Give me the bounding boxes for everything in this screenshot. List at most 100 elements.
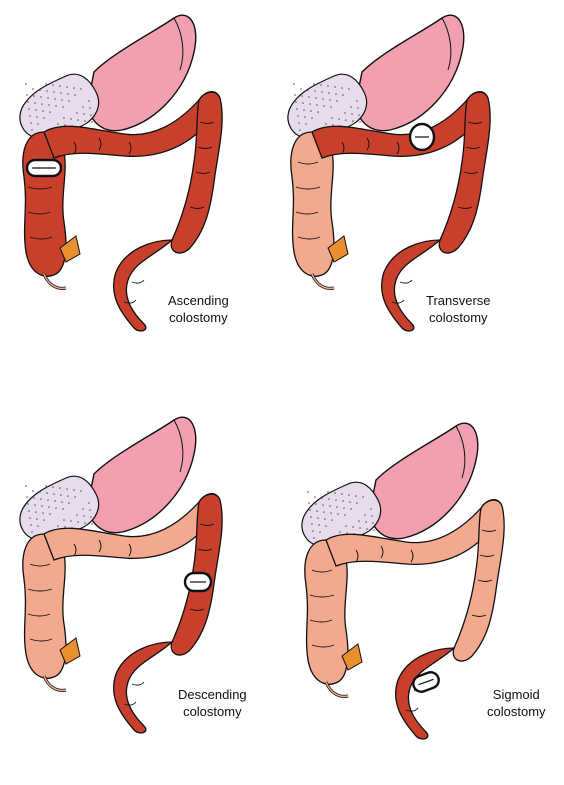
liver-dot: [352, 120, 354, 122]
stomach: [88, 15, 196, 130]
liver-dot: [76, 112, 78, 114]
liver-dot: [294, 94, 296, 96]
descending-colostomy-illustration: [0, 408, 282, 731]
liver-dot: [32, 88, 34, 90]
liver-dot: [29, 517, 31, 519]
liver-dot: [311, 117, 313, 119]
liver-dot: [46, 90, 48, 92]
liver-dot: [350, 106, 352, 108]
liver-dot: [316, 104, 318, 106]
liver-dot: [29, 115, 31, 117]
liver-dot: [30, 524, 32, 526]
liver-dot: [322, 504, 324, 506]
liver-dot: [34, 102, 36, 104]
liver-dot: [343, 507, 345, 509]
liver-dot: [43, 519, 45, 521]
liver-dot: [57, 123, 59, 125]
liver-dot: [52, 84, 54, 86]
liver-dot: [25, 83, 27, 85]
liver-dot: [31, 531, 33, 533]
liver-dot: [321, 497, 323, 499]
liver-dot: [53, 91, 55, 93]
caption-line2: colostomy: [487, 703, 546, 720]
liver-dot: [67, 495, 69, 497]
liver-dot: [345, 525, 347, 527]
liver-dot: [47, 97, 49, 99]
liver-dot: [55, 507, 57, 509]
liver-dot: [348, 88, 350, 90]
liver-dot: [334, 86, 336, 88]
liver-dot: [355, 495, 357, 497]
liver-dot: [317, 111, 319, 113]
liver-dot: [63, 519, 65, 521]
liver-dot: [27, 101, 29, 103]
liver-dot: [305, 123, 307, 125]
liver-dot: [84, 120, 86, 122]
liver-dot: [26, 94, 28, 96]
liver-dot: [328, 498, 330, 500]
liver-dot: [318, 524, 320, 526]
colon-diagram: [302, 423, 504, 739]
liver-dot: [312, 530, 314, 532]
liver-dot: [372, 522, 374, 524]
liver-dot: [40, 498, 42, 500]
liver-dot: [334, 492, 336, 494]
liver-dot: [336, 506, 338, 508]
liver-dot: [336, 100, 338, 102]
liver-dot: [41, 103, 43, 105]
colon-sigmoid: [396, 648, 454, 739]
liver-dot: [324, 518, 326, 520]
liver-dot: [301, 95, 303, 97]
liver-dot: [47, 499, 49, 501]
liver-dot: [348, 494, 350, 496]
colon-diagram: [288, 15, 490, 331]
liver-dot: [315, 97, 317, 99]
liver-dot: [66, 488, 68, 490]
liver-dot: [319, 531, 321, 533]
liver-dot: [61, 501, 63, 503]
liver-dot: [34, 504, 36, 506]
liver-dot: [68, 100, 70, 102]
caption-ascending: Ascending colostomy: [168, 292, 229, 326]
caption-transverse: Transverse colostomy: [426, 292, 491, 326]
colon-sigmoid: [114, 642, 172, 733]
liver-dot: [331, 519, 333, 521]
liver-dot: [83, 113, 85, 115]
liver-dot: [61, 99, 63, 101]
liver-dot: [37, 525, 39, 527]
liver-dot: [84, 522, 86, 524]
haustra-line: [132, 280, 144, 283]
liver-dot: [330, 512, 332, 514]
liver-dot: [329, 505, 331, 507]
liver-dot: [33, 497, 35, 499]
liver-dot: [82, 508, 84, 510]
stoma: [27, 160, 61, 176]
liver-dot: [341, 493, 343, 495]
caption-sigmoid: Sigmoid colostomy: [487, 686, 546, 720]
liver-dot: [295, 101, 297, 103]
liver-dot: [314, 496, 316, 498]
liver-dot: [293, 83, 295, 85]
liver-dot: [356, 100, 358, 102]
liver-dot: [345, 119, 347, 121]
liver-dot: [59, 85, 61, 87]
liver-dot: [309, 509, 311, 511]
liver-dot: [41, 505, 43, 507]
liver-dot: [315, 503, 317, 505]
liver-dot: [358, 520, 360, 522]
colon-sigmoid: [114, 240, 172, 331]
liver-dot: [335, 499, 337, 501]
liver-dot: [55, 105, 57, 107]
liver-dot: [364, 514, 366, 516]
liver-dot: [28, 108, 30, 110]
liver-dot: [308, 502, 310, 504]
liver-dot: [330, 106, 332, 108]
stomach: [370, 423, 478, 538]
liver-dot: [341, 87, 343, 89]
liver-dot: [308, 96, 310, 98]
liver-dot: [362, 496, 364, 498]
liver-dot: [313, 537, 315, 539]
liver-dot: [302, 102, 304, 104]
liver-dot: [304, 116, 306, 118]
liver-dot: [53, 493, 55, 495]
